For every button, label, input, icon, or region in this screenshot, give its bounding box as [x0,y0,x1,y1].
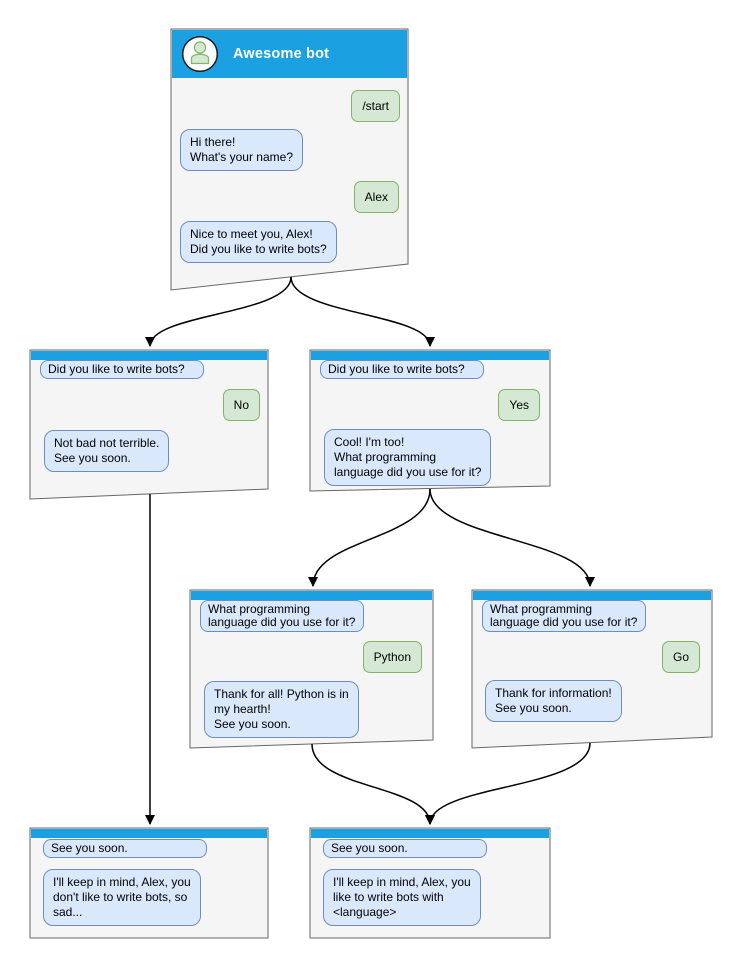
edge-yes-branch-to-go [429,488,595,587]
bot-message-bubble: Not bad not terrible. See you soon. [44,430,170,472]
question-bubble: Did you like to write bots? [320,360,484,379]
edge-go-to-end-yes [425,742,591,825]
edge-root-to-no-branch [145,276,292,347]
chat-node-end-yes: See you soon. I'll keep in mind, Alex, y… [310,828,550,938]
chat-header-end-yes [311,829,549,838]
chat-node-end-no: See you soon. I'll keep in mind, Alex, y… [30,828,268,938]
bot-message-bubble: Hi there! What's your name? [180,129,304,171]
question-bubble: What programming language did you use fo… [482,600,646,632]
question-bubble: Did you like to write bots? [40,360,204,379]
chat-header-end-no [31,829,267,838]
chat-header-go-branch [473,591,711,600]
bot-avatar-icon [181,35,219,73]
user-message-bubble: /start [351,90,400,122]
bot-title: Awesome bot [233,46,330,62]
chat-node-no-branch: Did you like to write bots? No Not bad n… [30,350,268,490]
edge-python-to-end-yes [311,743,435,825]
chat-node-go-branch: What programming language did you use fo… [472,590,712,738]
diagram-edges [145,276,595,825]
question-bubble: See you soon. [43,839,207,858]
chat-node-root: Awesome bot /start Hi there! What's your… [171,29,408,290]
chat-node-python-branch: What programming language did you use fo… [190,590,433,741]
bot-message-bubble: Cool! I'm too! What programming language… [324,429,492,486]
bot-message-bubble: I'll keep in mind, Alex, you don't like … [43,869,201,926]
bot-message-bubble: Thank for information! See you soon. [485,680,622,722]
chat-node-yes-branch: Did you like to write bots? Yes Cool! I'… [310,350,550,487]
edge-root-to-yes-branch [290,276,435,347]
bot-message-bubble: Thank for all! Python is in my hearth! S… [204,681,359,738]
bot-message-bubble: I'll keep in mind, Alex, you like to wri… [323,869,481,926]
chat-header-root: Awesome bot [172,30,407,78]
user-message-bubble: Alex [353,181,399,213]
question-bubble: See you soon. [323,839,487,858]
user-message-bubble: Python [362,641,422,673]
chat-header-python-branch [191,591,432,600]
bot-message-bubble: Nice to meet you, Alex! Did you like to … [180,221,337,263]
edge-yes-branch-to-python [308,488,431,587]
chat-header-yes-branch [311,351,549,360]
user-message-bubble: Yes [498,389,540,421]
question-bubble: What programming language did you use fo… [200,600,364,632]
chat-header-no-branch [31,351,267,360]
user-message-bubble: No [222,389,260,421]
user-message-bubble: Go [661,641,700,673]
